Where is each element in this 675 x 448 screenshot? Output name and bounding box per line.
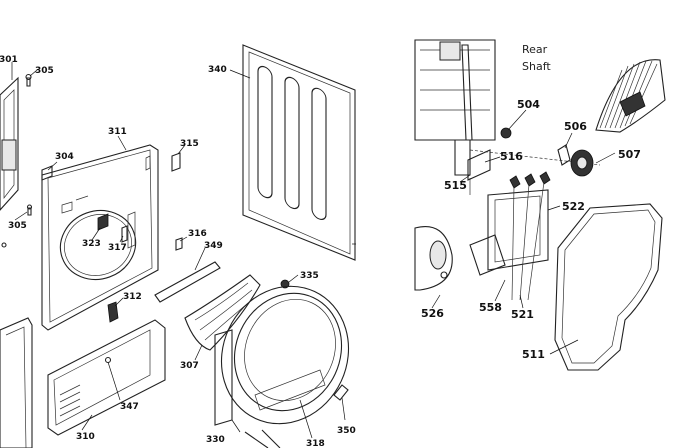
callout-340: 340 [208,65,227,75]
part-350-clip [333,384,349,401]
part-526-motor [414,226,453,291]
shaft-axis-line [469,149,601,166]
part-315-bracket [171,152,181,172]
callout-522: 522 [562,200,585,213]
part-507-pulley-assembly [570,149,594,177]
callout-307: 307 [180,361,199,371]
part-340-rear-panel [242,44,356,261]
part-301-front-bracket [0,76,19,211]
callout-305-left: 305 [8,221,27,231]
part-507-blower-wheel [595,59,666,133]
left-cabinet-partial [0,317,33,448]
part-307-lint-duct [184,274,261,351]
callout-521: 521 [511,308,534,321]
part-521-screws [509,171,551,301]
part-305-screw-left [26,204,33,216]
annotation-rear: Rear [522,43,548,56]
part-511-blower-housing [554,203,663,371]
part-347-screw [104,356,112,364]
callout-507: 507 [618,148,641,161]
part-311-front-panel [41,144,159,331]
callout-305-top: 305 [35,66,54,76]
part-506-clip [557,144,571,166]
callout-516: 516 [500,150,523,163]
left-exploded-view: 301 305 304 305 311 315 340 323 317 316 … [0,44,356,448]
part-323-switch [97,213,109,231]
callout-526: 526 [421,307,444,320]
callout-316: 316 [188,229,207,239]
part-522-motor-mount [469,189,549,276]
part-515-516-bracket [467,149,491,195]
callout-301: 301 [0,55,18,65]
right-leader-lines [431,109,616,355]
small-fastener [1,242,7,248]
callout-312: 312 [123,292,142,302]
part-305-screw-top [25,73,32,87]
callout-506: 506 [564,120,587,133]
callout-317: 317 [108,243,127,253]
part-349-strip [154,261,221,303]
callout-330: 330 [206,435,225,445]
right-exploded-view: Rear Shaft [414,39,666,371]
cabinet-frame-partial [414,39,496,176]
callout-350: 350 [337,426,356,436]
left-leader-lines [11,62,346,439]
callout-347: 347 [120,402,139,412]
callout-504: 504 [517,98,540,111]
part-316-clip [175,237,183,251]
callout-323: 323 [82,239,101,249]
callout-318: 318 [306,439,325,448]
callout-335: 335 [300,271,319,281]
part-317-latch [121,225,128,243]
callout-315: 315 [180,139,199,149]
callout-310: 310 [76,432,95,442]
callout-558: 558 [479,301,502,314]
callout-515: 515 [444,179,467,192]
part-312-hinge [107,301,119,323]
part-318-bulkhead [214,285,350,426]
part-504-bearing [500,127,512,139]
callout-311: 311 [108,127,127,137]
callout-349: 349 [204,241,223,251]
part-310-toe-panel [47,319,166,436]
part-330-bracket [244,429,281,448]
annotation-shaft: Shaft [522,60,551,73]
callout-304: 304 [55,152,74,162]
callout-511: 511 [522,348,545,361]
